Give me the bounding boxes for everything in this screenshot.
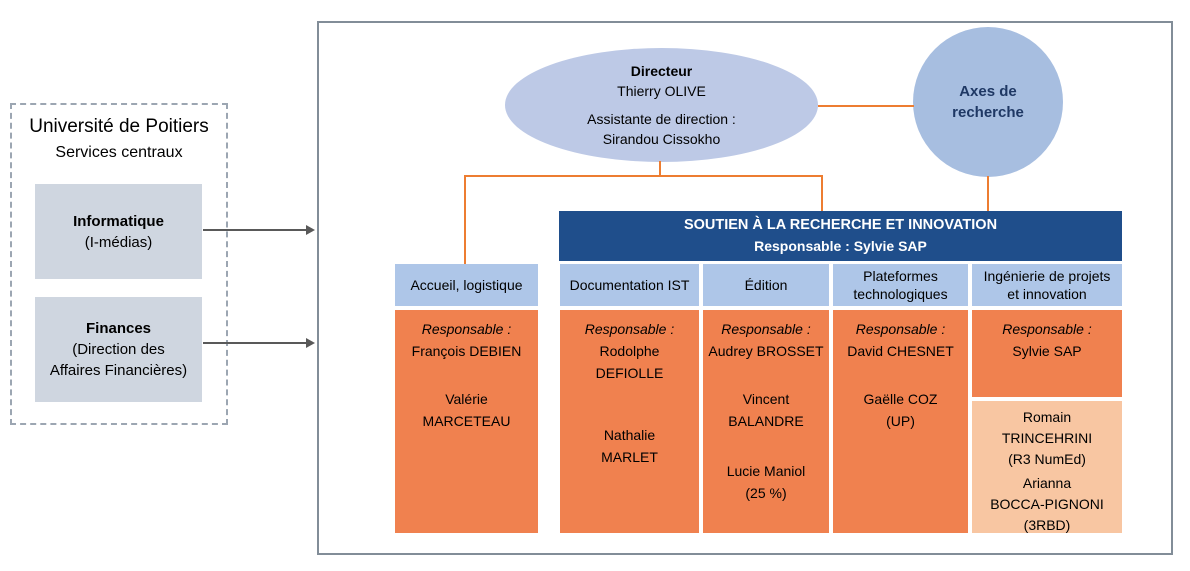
director-role: Directeur [630,63,693,79]
team-member-line: Vincent [742,391,790,407]
team-member-line: Sylvie SAP [1012,343,1082,359]
connector-ellipse-to-circle [818,105,914,107]
finances-arrow-head-icon [306,338,315,348]
assistant-label: Assistante de direction : [587,111,736,127]
assistant-name: Sirandou Cissokho [602,131,721,147]
team-member-line: Valérie [445,391,488,407]
team-member-line: BOCCA-PIGNONI [990,496,1104,512]
connector-ellipse-stem [659,161,661,176]
external-services-panel: Université de Poitiers Services centraux… [10,103,228,425]
finances-arrow-line [203,342,306,344]
responsable-label: Responsable : [421,321,512,337]
team-paragraph: Responsable : Audrey BROSSET [705,318,827,362]
column-header-ingenierie-de-projets-et-innovation: Ingénierie de projets et innovation [972,264,1122,306]
column-header-accueil-logistique: Accueil, logistique [395,264,538,306]
service-detail: (Direction des [72,341,165,358]
director-ellipse: Directeur Thierry OLIVE Assistante de di… [505,48,818,162]
team-paragraph: Gaëlle COZ (UP) [835,388,966,432]
team-paragraph: Responsable : François DEBIEN [397,318,536,362]
team-paragraph: Responsable : David CHESNET [835,318,966,362]
axes-recherche-circle: Axes de recherche [913,27,1063,177]
banner-subtitle: Responsable : Sylvie SAP [754,238,927,254]
team-member-line: Arianna [1022,475,1072,491]
team-box-ingenierie-de-projets-et-innovation-0: Responsable : Sylvie SAP [972,310,1122,397]
team-member-line: (R3 NumEd) [1008,451,1086,467]
team-paragraph: Lucie Maniol (25 %) [705,460,827,504]
team-member-line: (UP) [886,413,915,429]
column-header-edition: Édition [703,264,829,306]
university-subtitle: Services centraux [55,144,183,161]
responsable-label: Responsable : [1002,321,1092,337]
connector-circle-to-banner [987,176,989,212]
team-member-line: Nathalie [603,427,656,443]
connector-branch-horizontal [464,175,823,177]
responsable-label: Responsable : [721,321,811,337]
team-member-line: (3RBD) [1023,517,1071,533]
connector-branch-to-banner [821,176,823,212]
banner-title: SOUTIEN À LA RECHERCHE ET INNOVATION [683,217,998,233]
soutien-banner: SOUTIEN À LA RECHERCHE ET INNOVATION Res… [559,211,1122,261]
service-box-finances: Finances (Direction des Affaires Financi… [35,297,202,402]
team-member-line: Rodolphe [599,343,660,359]
service-name: Finances [85,320,152,337]
connector-branch-to-accueil [464,176,466,264]
team-member-line: (25 %) [745,485,787,501]
service-box-informatique: Informatique (I-médias) [35,184,202,279]
team-member-line: BALANDRE [728,413,804,429]
team-member-line: François DEBIEN [411,343,522,359]
informatique-arrow-head-icon [306,225,315,235]
column-header-plateformes-technologiques: Plateformes technologiques [833,264,968,306]
team-member-line: TRINCEHRINI [1001,430,1093,446]
director-name: Thierry OLIVE [617,83,706,99]
team-member-line: Romain [1022,409,1072,425]
team-box-plateformes-technologiques-0: Responsable : David CHESNET Gaëlle COZ (UP) [833,310,968,533]
team-member-line: DEFIOLLE [595,365,664,381]
team-member-line: Gaëlle COZ [863,391,938,407]
team-member-line: MARLET [601,449,658,465]
responsable-label: Responsable : [584,321,675,337]
team-member-line: Audrey BROSSET [708,343,824,359]
responsable-label: Responsable : [855,321,946,337]
column-header-documentation-ist: Documentation IST [560,264,699,306]
org-main-frame [317,21,1173,555]
service-name: Informatique [73,212,164,230]
team-member-line: David CHESNET [847,343,954,359]
team-member-line: Lucie Maniol [726,463,806,479]
team-member-line: MARCETEAU [422,413,511,429]
axes-recherche-label: Axes de recherche [952,83,1024,121]
team-paragraph: Responsable : Sylvie SAP [974,318,1120,362]
service-detail: (I-médias) [84,233,153,251]
service-detail: Affaires Financières) [49,362,188,379]
university-title: Université de Poitiers [29,116,209,137]
informatique-arrow-line [203,229,306,231]
